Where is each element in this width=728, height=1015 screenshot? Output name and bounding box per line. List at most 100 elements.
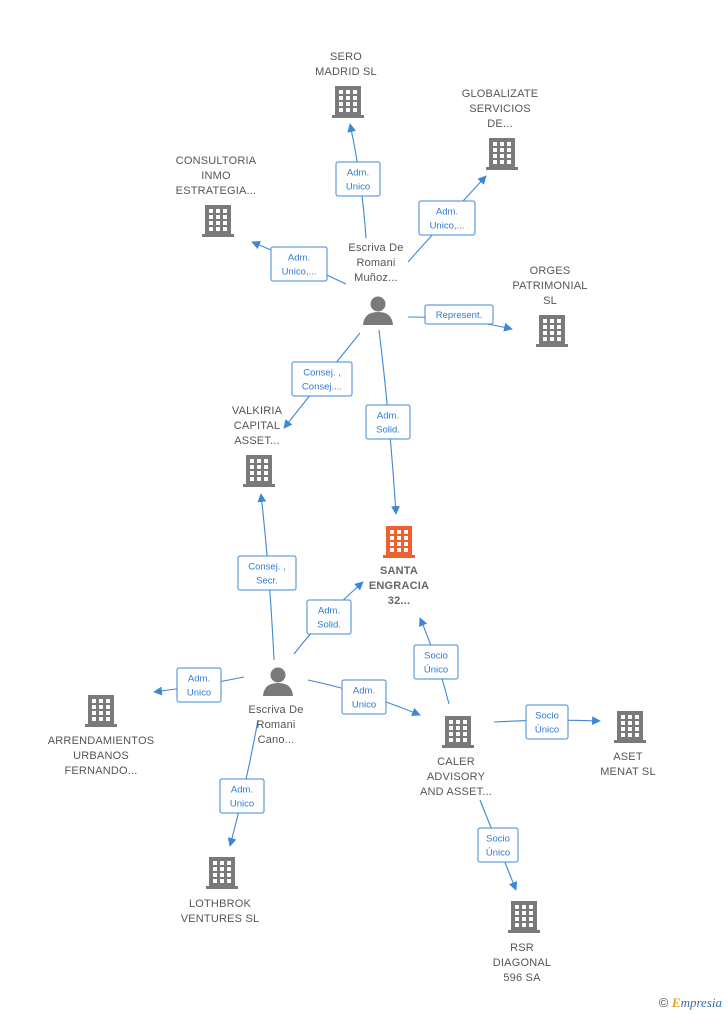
edge-label-box[interactable]	[270, 246, 328, 282]
node-label: Escriva De	[348, 242, 403, 254]
building-window	[515, 923, 519, 927]
edge-label-box[interactable]	[219, 778, 265, 814]
building-window	[522, 917, 526, 921]
building-window	[500, 148, 504, 152]
edge-label-box[interactable]	[176, 667, 222, 703]
building-window	[227, 861, 231, 865]
node-label: DIAGONAL	[493, 957, 551, 969]
building-window	[223, 209, 227, 213]
building-window	[250, 471, 254, 475]
edge-label-box[interactable]	[418, 200, 476, 236]
building-icon[interactable]	[442, 716, 474, 748]
building-window	[404, 548, 408, 552]
edge-label-box[interactable]	[306, 599, 352, 635]
building-icon[interactable]	[243, 455, 275, 487]
edge-escriva2-to-lothbrok[interactable]: Adm.Unico	[219, 719, 265, 847]
node-label: Escriva De	[248, 704, 303, 716]
edge-escriva1-to-santa[interactable]: Adm.Solid.	[365, 329, 411, 515]
edge-label-text: Unico,...	[430, 221, 465, 232]
edge-escriva1-to-orges[interactable]: Represent.	[407, 304, 513, 332]
node-label: VENTURES SL	[181, 913, 260, 925]
edge-label-text: Único	[424, 665, 448, 676]
edge-label-box[interactable]	[341, 679, 387, 715]
node-consultoria[interactable]: CONSULTORIAINMOESTRATEGIA...	[176, 155, 257, 237]
edge-escriva2-to-arrendamientos[interactable]: Adm.Unico	[153, 667, 245, 703]
edge-label-text: Adm.	[231, 785, 253, 796]
building-icon[interactable]	[508, 901, 540, 933]
building-window	[463, 720, 467, 724]
building-window	[353, 102, 357, 106]
node-arrendamientos[interactable]: ARRENDAMIENTOSURBANOSFERNANDO...	[48, 695, 155, 777]
building-window	[227, 867, 231, 871]
node-label: VALKIRIA	[232, 405, 283, 417]
building-window	[92, 711, 96, 715]
node-santa[interactable]: SANTAENGRACIA32...	[369, 526, 429, 607]
building-icon[interactable]	[536, 315, 568, 347]
person-icon[interactable]	[263, 667, 293, 697]
edge-label-box[interactable]	[237, 555, 297, 591]
building-base	[442, 745, 474, 748]
building-window	[209, 227, 213, 231]
edge-escriva1-to-sero[interactable]: Adm.Unico	[335, 123, 381, 239]
node-label: MENAT SL	[600, 766, 656, 778]
node-label: GLOBALIZATE	[462, 88, 539, 100]
building-window	[493, 142, 497, 146]
edge-escriva2-to-santa[interactable]: Adm.Solid.	[293, 581, 364, 655]
node-label: ASSET...	[234, 435, 280, 447]
building-window	[227, 873, 231, 877]
edge-label-box[interactable]	[525, 704, 569, 740]
building-window	[507, 160, 511, 164]
building-window	[529, 917, 533, 921]
edge-escriva2-to-valkiria[interactable]: Consej. ,Secr.	[237, 493, 297, 661]
building-icon[interactable]	[383, 526, 415, 558]
building-window	[463, 738, 467, 742]
building-window	[463, 726, 467, 730]
building-window	[257, 465, 261, 469]
building-window	[522, 911, 526, 915]
edge-label-text: Adm.	[347, 168, 369, 179]
building-icon[interactable]	[85, 695, 117, 727]
edge-escriva1-to-globalizate[interactable]: Adm.Unico,...	[407, 175, 487, 263]
building-window	[557, 331, 561, 335]
building-icon[interactable]	[332, 86, 364, 118]
building-icon[interactable]	[202, 205, 234, 237]
brand-logo[interactable]: Empresia	[671, 995, 722, 1010]
edge-label-box[interactable]	[335, 161, 381, 197]
building-base	[536, 344, 568, 347]
building-window	[543, 337, 547, 341]
building-window	[264, 465, 268, 469]
edge-label-box[interactable]	[413, 644, 459, 680]
building-window	[353, 90, 357, 94]
edge-escriva2-to-caler[interactable]: Adm.Unico	[307, 679, 421, 717]
edge-label-text: Solid.	[317, 620, 341, 631]
building-window	[390, 530, 394, 534]
edge-label-box[interactable]	[291, 361, 353, 397]
building-window	[390, 536, 394, 540]
edge-label-box[interactable]	[477, 827, 519, 863]
node-label: ARRENDAMIENTOS	[48, 735, 155, 747]
building-icon[interactable]	[486, 138, 518, 170]
building-icon[interactable]	[614, 711, 646, 743]
person-icon[interactable]	[363, 296, 393, 326]
node-escriva1[interactable]: Escriva DeRomaniMuñoz...	[348, 242, 403, 325]
edge-label-box[interactable]	[365, 404, 411, 440]
node-escriva2[interactable]: Escriva DeRomaniCano...	[248, 667, 303, 747]
edge-escriva1-to-valkiria[interactable]: Consej. ,Consej....	[283, 332, 361, 429]
node-globalizate[interactable]: GLOBALIZATESERVICIOSDE...	[462, 88, 539, 170]
building-icon[interactable]	[206, 857, 238, 889]
edge-label-text: Consej. ,	[248, 562, 286, 573]
building-base	[383, 555, 415, 558]
node-valkiria[interactable]: VALKIRIACAPITALASSET...	[232, 405, 283, 487]
edge-escriva1-to-consultoria[interactable]: Adm.Unico,...	[251, 240, 347, 285]
building-window	[522, 923, 526, 927]
edge-label-box[interactable]	[424, 304, 494, 325]
